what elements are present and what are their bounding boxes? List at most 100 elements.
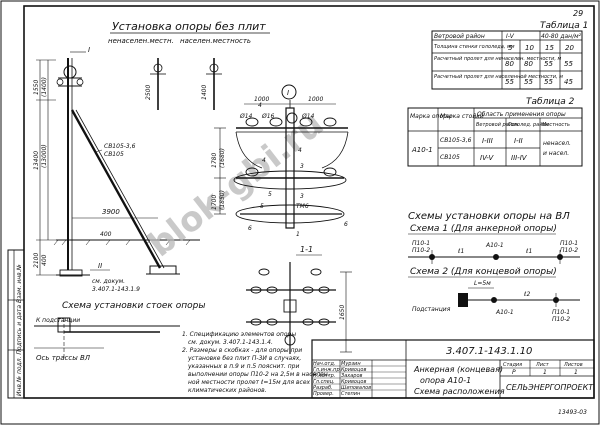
- dim-1850: (1850): [219, 190, 226, 210]
- note-line-6: ной местности пролет ℓ=15м для всех: [188, 379, 311, 386]
- label-4-c: 4: [262, 157, 266, 164]
- dim-1680: (1680): [219, 148, 226, 168]
- t2-r0c3: I-II: [514, 137, 523, 145]
- bolt-note-2: 3.407.1-143.1.9: [92, 286, 140, 293]
- dim-1400-top: 1400: [201, 85, 208, 100]
- schemes: Схемы установки опоры на ВЛ Схема 1 (Для…: [408, 211, 580, 323]
- section-insulators: [246, 262, 336, 354]
- sheet-value: 1: [543, 369, 547, 376]
- t2-r1c1: СВ105: [440, 154, 460, 161]
- s1-l1-left: ℓ1: [457, 248, 464, 255]
- left-view-subtitle-populated: населен.местность: [180, 37, 251, 45]
- axis-label: Ось трассы ВЛ: [36, 354, 91, 362]
- left-sub-title: Схема установки стоек опоры: [62, 301, 205, 311]
- ref-sv-label: СВ105-3,6: [104, 143, 136, 150]
- dim-400: 400: [41, 254, 48, 266]
- t1-r3c1: 55: [505, 78, 514, 86]
- table1-title: Таблица 1: [540, 21, 588, 31]
- t1-r1c3: 15: [545, 44, 554, 52]
- label-3-b: 3: [300, 193, 304, 200]
- t1-r1c1: 5: [508, 44, 513, 52]
- description-line-1: Анкерная (концевая): [413, 365, 503, 374]
- role-2: Н.контр.: [313, 373, 335, 379]
- schemes-title: Схемы установки опоры на ВЛ: [408, 211, 570, 222]
- section-dim-1650: 1650: [339, 305, 346, 320]
- name-5: Степин: [341, 391, 361, 397]
- dim-1400: (1400): [41, 77, 48, 97]
- sheets-value: 1: [574, 369, 578, 376]
- t1-r0c0: Ветровой район: [434, 33, 485, 40]
- s1-p10-1-right: П10-1: [560, 240, 578, 247]
- label-3-a: 3: [300, 163, 304, 170]
- t1-r2c3: 55: [544, 60, 553, 68]
- lower-loop: [233, 170, 347, 190]
- s1-p10-2-left: П10-2: [412, 247, 430, 254]
- left-view-subtitle-unpopulated: ненаселен.местн.: [108, 37, 174, 45]
- dim-1000-b: 1000: [308, 96, 323, 103]
- label-5-b: 5: [260, 203, 264, 210]
- level-400: 400: [100, 231, 112, 238]
- sheets-label: Листов: [563, 362, 583, 368]
- description-line-3: Схема расположения: [414, 387, 505, 396]
- title-block: 3.407.1-143.1.10 Нач.отд. Гл.инж.пр. Н.к…: [311, 339, 595, 399]
- t2-h2: Область применения опоры: [477, 111, 566, 118]
- role-1: Гл.инж.пр.: [313, 367, 341, 373]
- s1-l1-right: ℓ1: [525, 248, 532, 255]
- description-line-2: опора А10-1: [420, 376, 471, 385]
- t2-r0c2: I-III: [482, 137, 493, 145]
- s2-a10-1: А10-1: [495, 309, 514, 316]
- role-0: Нач.отд.: [313, 361, 335, 367]
- name-0: Мурзин: [341, 361, 361, 367]
- note-line-7: климатических районов.: [188, 387, 267, 394]
- s2-station: Подстанция: [412, 306, 451, 313]
- label-o14-right: Ø14: [301, 113, 315, 120]
- bolt-note-1: см. докум.: [92, 278, 125, 285]
- top-insulators: [245, 112, 337, 127]
- t1-r1c2: 10: [525, 44, 534, 52]
- label-4-b: 4: [298, 147, 302, 154]
- dim-13400: 13400: [33, 151, 40, 170]
- sheet-label: Лист: [535, 362, 550, 368]
- dim-1700: 1700: [211, 195, 218, 210]
- pole-strut: [70, 109, 162, 269]
- t2-r0c4: ненасел.: [543, 140, 571, 147]
- ref-sv2-label: СВ105: [104, 151, 124, 158]
- s2-l2: ℓ2: [523, 291, 530, 298]
- label-5-a: 5: [268, 191, 272, 198]
- dim-2100: 2100: [33, 253, 40, 268]
- inner-frame: [23, 5, 595, 399]
- stage-label: Стадия: [503, 362, 522, 368]
- t1-r3c3: 55: [544, 78, 553, 86]
- scheme1-title: Схема 1 (Для анкерной опоры): [410, 224, 557, 234]
- s1-p10-2-right: П10-2: [560, 247, 578, 254]
- organization: СЕЛЬЭНЕРГОПРОЕКТ: [506, 383, 594, 392]
- left-view-title: Установка опоры без плит: [112, 20, 266, 33]
- side-stamp-text: Инв.№ подл. Подпись и дата Взам. инв.№: [16, 264, 23, 396]
- name-3: Кривоцов: [341, 379, 366, 385]
- s2-l25: L=5м: [474, 280, 491, 287]
- title-block-code: 3.407.1-143.1.10: [446, 346, 532, 357]
- table-1: Таблица 1 Ветровой район I-V 40-80 дан/м…: [431, 21, 588, 90]
- footing-plate: [59, 269, 83, 277]
- note-line-1: см. докум. 3.407.1-143.1.4.: [188, 339, 273, 346]
- stage-value: Р: [512, 369, 516, 376]
- dim-13000: (13000): [41, 144, 48, 168]
- notes: 1. Спецификацию элементов опоры см. доку…: [182, 331, 330, 394]
- substation-box: [458, 293, 468, 307]
- left-view: Установка опоры без плит ненаселен.местн…: [33, 20, 270, 362]
- note-line-5: выполнении опоры П10-2 на 2,5м в населен…: [188, 371, 330, 378]
- t1-r3c4: 45: [564, 78, 573, 86]
- t1-r3c2: 55: [524, 78, 533, 86]
- bottom-loop: [235, 204, 345, 224]
- pole-head-insulator: [63, 65, 77, 79]
- label-o14-left: Ø14: [239, 113, 253, 120]
- s2-p10-2: П10-2: [552, 316, 570, 323]
- table2-title: Таблица 2: [526, 97, 575, 107]
- note-line-3: установке без плит П-3И в случаях,: [187, 355, 301, 362]
- t2-r1c2: IV-V: [480, 154, 494, 162]
- note-line-0: 1. Спецификацию элементов опоры: [182, 331, 296, 338]
- t1-r2c1: 80: [505, 60, 514, 68]
- dim-1550: 1550: [33, 80, 40, 95]
